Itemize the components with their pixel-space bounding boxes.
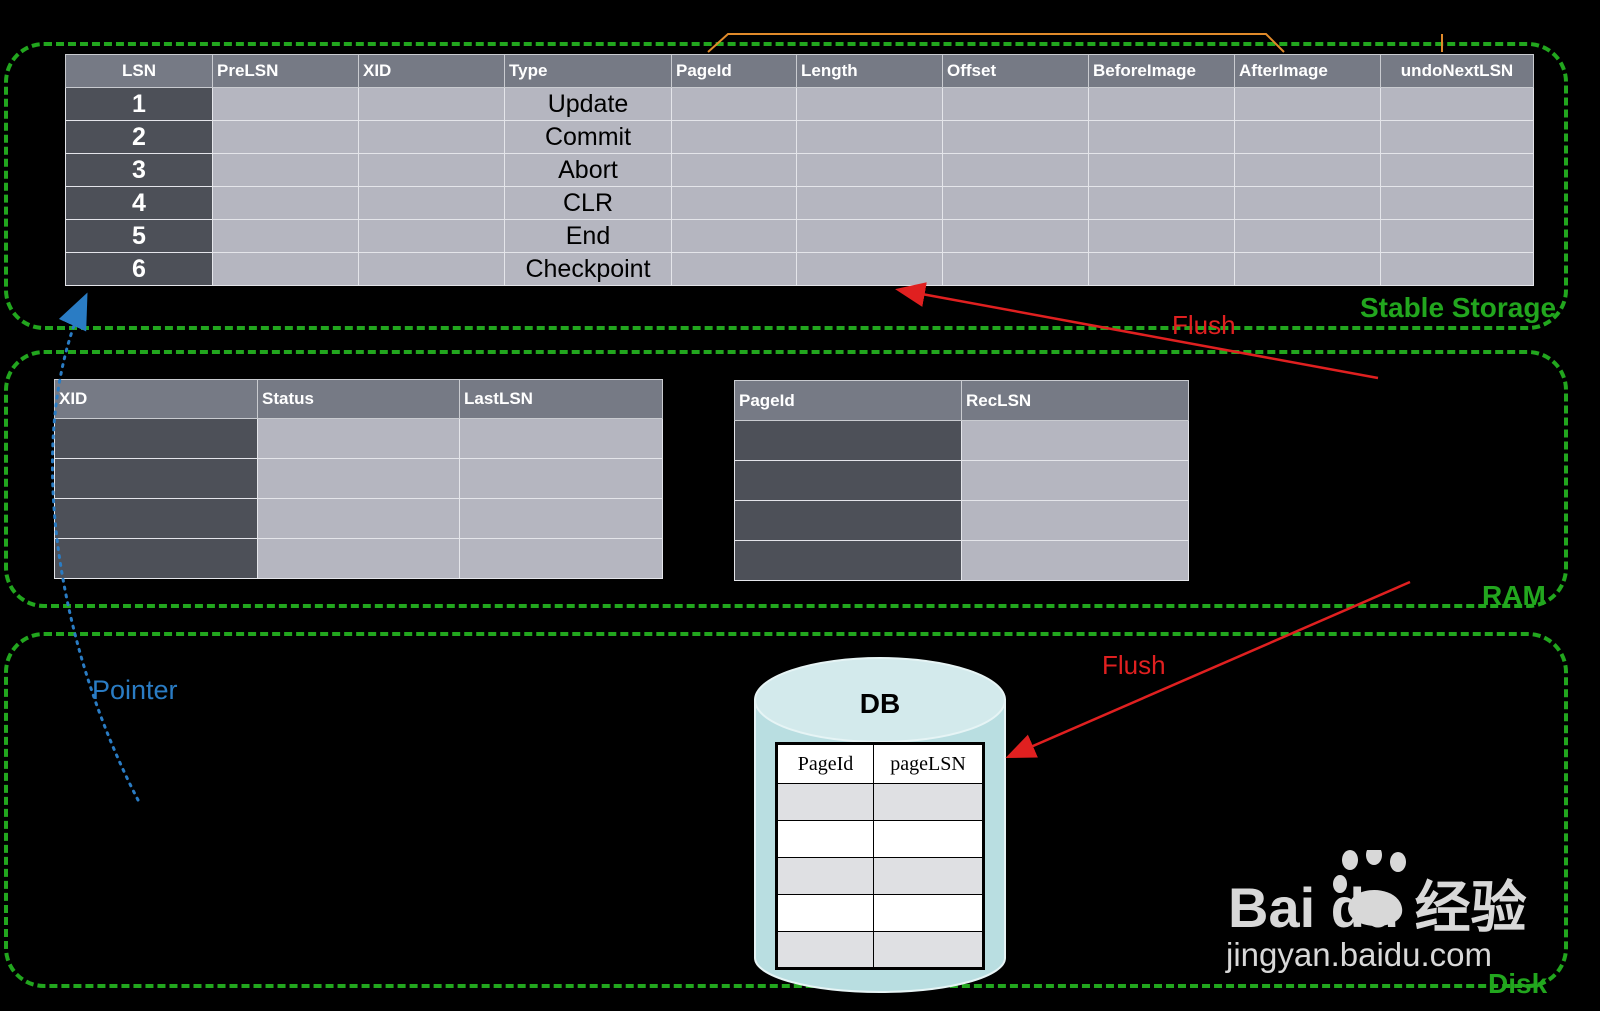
dpt-header-reclsn: RecLSN (961, 380, 1189, 421)
log-header-prelsn: PreLSN (212, 54, 359, 88)
db-header-pageid: PageId (776, 743, 874, 784)
table-row (776, 783, 984, 821)
table-row: 1 Update (65, 87, 1534, 121)
log-header-length: Length (796, 54, 943, 88)
table-row: 5 End (65, 219, 1534, 253)
disk-label: Disk (1488, 968, 1548, 999)
log-header-offset: Offset (942, 54, 1089, 88)
stable-storage-label: Stable Storage (1360, 292, 1557, 323)
log-header-pageid: PageId (671, 54, 797, 88)
flush-label-top: Flush (1172, 310, 1236, 340)
log-type-cell: Checkpoint (504, 252, 672, 286)
ram-region (4, 350, 1568, 608)
table-row (734, 540, 1189, 581)
log-header-beforeimage: BeforeImage (1088, 54, 1235, 88)
db-header-pagelsn: pageLSN (873, 743, 984, 784)
txn-header-status: Status (257, 379, 460, 419)
table-row: 2 Commit (65, 120, 1534, 154)
db-title: DB (859, 688, 901, 719)
dpt-header-pageid: PageId (734, 380, 962, 421)
log-record-bracket (707, 33, 1443, 53)
table-row: 6 Checkpoint (65, 252, 1534, 286)
txn-header-lastlsn: LastLSN (459, 379, 663, 419)
log-lsn-cell: 5 (65, 219, 213, 253)
log-type-cell: End (504, 219, 672, 253)
log-header-type: Type (504, 54, 672, 88)
log-header-afterimage: AfterImage (1234, 54, 1381, 88)
log-lsn-cell: 2 (65, 120, 213, 154)
table-row (776, 820, 984, 858)
stable-storage-region (4, 42, 1568, 330)
table-row: 4 CLR (65, 186, 1534, 220)
dirty-page-table: PageId RecLSN (734, 380, 1189, 581)
log-header-xid: XID (358, 54, 505, 88)
table-row (776, 894, 984, 932)
log-type-cell: Commit (504, 120, 672, 154)
table-row (734, 500, 1189, 541)
log-header-lsn: LSN (65, 54, 213, 88)
flush-label-bottom: Flush (1102, 650, 1166, 680)
log-type-cell: Abort (504, 153, 672, 187)
table-row (776, 857, 984, 895)
disk-region (4, 632, 1568, 988)
log-lsn-cell: 3 (65, 153, 213, 187)
log-lsn-cell: 6 (65, 252, 213, 286)
table-row (54, 538, 663, 579)
log-table: LSN PreLSN XID Type PageId Length Offset… (65, 54, 1534, 286)
paw-icon (1333, 850, 1406, 926)
log-type-cell: CLR (504, 186, 672, 220)
table-row: 3 Abort (65, 153, 1534, 187)
log-header-undonextlsn: undoNextLSN (1380, 54, 1534, 88)
table-row (776, 931, 984, 969)
db-page-table: PageId pageLSN (775, 742, 985, 970)
watermark-url: jingyan.baidu.com (1226, 936, 1492, 973)
table-row (54, 498, 663, 539)
pointer-label: Pointer (92, 675, 178, 705)
ram-label: RAM (1482, 580, 1546, 611)
baidu-wordmark: Bai du 经验 (1228, 876, 1527, 939)
baidu-logo: Bai du 经验 (1228, 850, 1527, 938)
